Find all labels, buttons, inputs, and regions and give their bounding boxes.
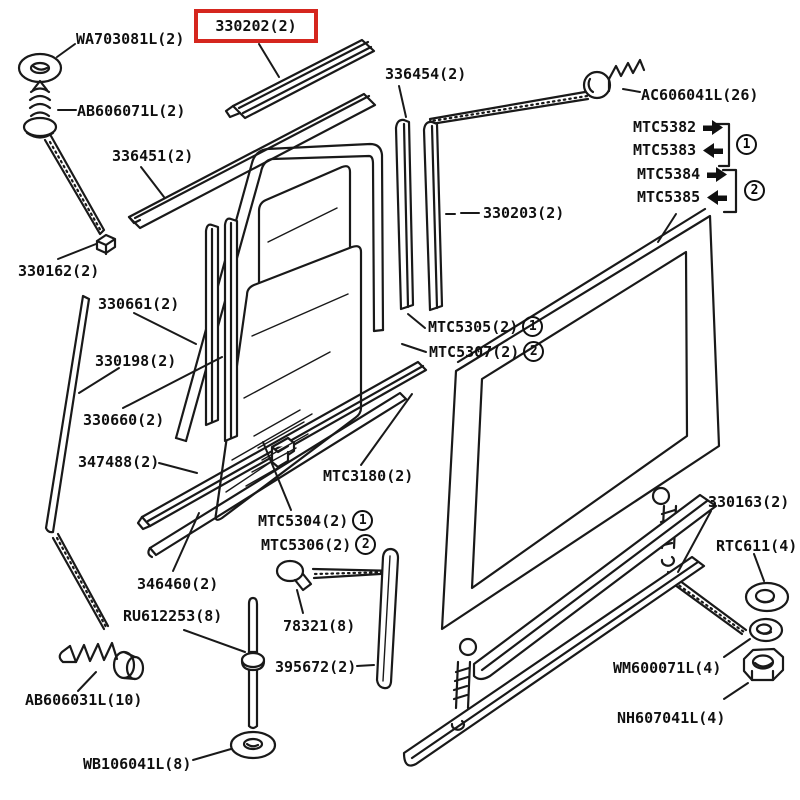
washer-wm600071l-drawing	[748, 617, 784, 643]
part-label-78321[interactable]: 78321(8)	[283, 617, 356, 635]
hatch-shading	[245, 409, 309, 487]
left-arrow-icon	[703, 142, 724, 158]
stud-ru612253-drawing	[240, 596, 266, 730]
part-label-ab606071l[interactable]: AB606071L(2)	[77, 102, 186, 120]
channel-330661-drawing	[223, 217, 239, 443]
part-label-mtc5382[interactable]: MTC5382	[633, 117, 724, 137]
part-label-330660[interactable]: 330660(2)	[83, 411, 165, 429]
part-label-330162[interactable]: 330162(2)	[18, 262, 100, 280]
channel-330660-drawing	[204, 223, 220, 427]
screw-ab606031l-drawing	[58, 641, 145, 681]
part-label-mtc5383[interactable]: MTC5383	[633, 140, 724, 160]
block-330162-drawing	[95, 233, 117, 256]
screw-ab606071l-drawing	[22, 79, 58, 139]
left-arrow-icon	[707, 189, 728, 205]
part-label-330202[interactable]: 330202(2)	[215, 17, 297, 35]
rail-330163-drawing	[472, 493, 718, 681]
pointer-wedge	[428, 90, 590, 126]
rail-336451-drawing	[127, 92, 377, 230]
rail-346460-drawing	[147, 391, 408, 559]
part-label-347488[interactable]: 347488(2)	[78, 453, 160, 471]
part-label-346460[interactable]: 346460(2)	[137, 575, 219, 593]
rod-395672-drawing	[375, 547, 400, 690]
part-label-336451[interactable]: 336451(2)	[112, 147, 194, 165]
part-label-mtc5306[interactable]: MTC5306(2) 2	[261, 534, 377, 555]
callout-number-1: 1	[736, 134, 757, 155]
callout-number-2: 2	[355, 534, 377, 555]
part-label-ac606041l[interactable]: AC606041L(26)	[641, 86, 759, 104]
channel-336454-drawing	[394, 118, 415, 311]
part-label-mtc3180[interactable]: MTC3180(2)	[323, 467, 414, 485]
bracket-group-1	[714, 122, 731, 168]
part-label-nh607041l[interactable]: NH607041L(4)	[617, 709, 726, 727]
part-label-wm600071l[interactable]: WM600071L(4)	[613, 659, 722, 677]
part-label-330198[interactable]: 330198(2)	[95, 352, 177, 370]
part-label-336454[interactable]: 336454(2)	[385, 65, 467, 83]
part-label-mtc5384[interactable]: MTC5384	[637, 164, 728, 184]
part-label-mtc5385[interactable]: MTC5385	[637, 187, 728, 207]
part-label-rtc611[interactable]: RTC611(4)	[716, 537, 798, 555]
washer-wa703081l-drawing	[17, 52, 63, 84]
part-label-ru612253[interactable]: RU612253(8)	[123, 607, 223, 625]
channel-330203-drawing	[422, 120, 444, 312]
part-label-ab606031l[interactable]: AB606031L(10)	[25, 691, 143, 709]
bottom-rail-drawing	[402, 555, 706, 767]
callout-number-1: 1	[352, 510, 374, 531]
rail-330202-drawing	[224, 38, 376, 120]
rivet-78321-drawing	[275, 559, 313, 592]
callout-number-1: 1	[522, 316, 544, 337]
bracket-group-2	[721, 168, 738, 214]
part-label-330203[interactable]: 330203(2)	[483, 204, 565, 222]
part-label-330661[interactable]: 330661(2)	[98, 295, 180, 313]
right-arrow-icon	[703, 119, 724, 135]
callout-number-2: 2	[744, 180, 765, 201]
part-label-wb106041l[interactable]: WB106041L(8)	[83, 755, 192, 773]
highlight-box[interactable]: 330202(2)	[194, 9, 318, 43]
washer-rtc611-drawing	[744, 581, 790, 613]
part-label-395672[interactable]: 395672(2)	[275, 658, 357, 676]
washer-wb106041l-drawing	[229, 730, 277, 760]
part-label-330163[interactable]: 330163(2)	[708, 493, 790, 511]
callout-number-2: 2	[523, 341, 545, 362]
rod-330198-drawing	[44, 294, 91, 534]
part-label-mtc5304[interactable]: MTC5304(2) 1	[258, 510, 374, 531]
pointer-wedge	[43, 134, 106, 236]
right-arrow-icon	[707, 166, 728, 182]
part-label-wa703081l[interactable]: WA703081L(2)	[76, 30, 185, 48]
part-label-mtc5307[interactable]: MTC5307(2) 2	[429, 341, 545, 362]
pointer-wedge	[51, 532, 110, 631]
part-label-mtc5305[interactable]: MTC5305(2) 1	[428, 316, 544, 337]
nut-nh607041l-drawing	[742, 647, 785, 682]
leader-lines	[56, 43, 765, 761]
screw-ac606041l-drawing	[582, 58, 646, 100]
glass-run-channel-drawing	[174, 142, 385, 443]
